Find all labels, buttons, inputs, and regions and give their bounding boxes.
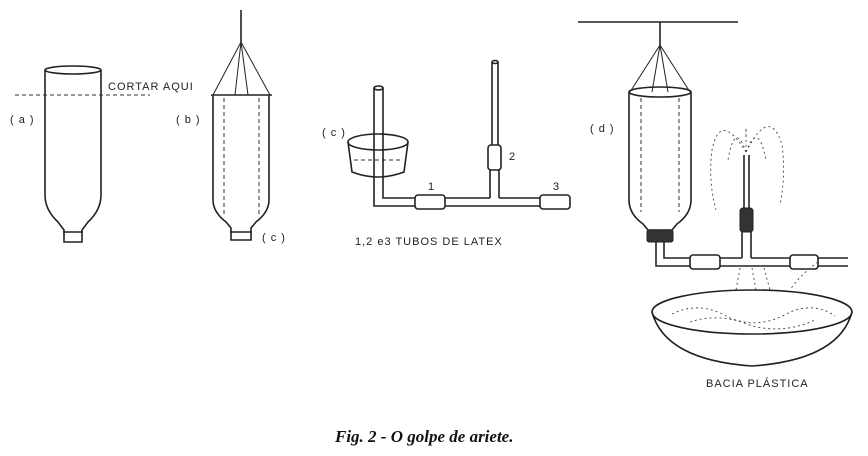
label-tube-3: 3 [553, 181, 560, 193]
figure-caption: Fig. 2 - O golpe de ariete. [334, 427, 513, 446]
tubes-note: 1,2 e3 TUBOS DE LATEX [355, 236, 503, 248]
bottle-a [15, 65, 150, 243]
cut-here-label: CORTAR AQUI [108, 81, 194, 93]
assembled-pump [578, 21, 853, 367]
basin-label: BACIA PLÁSTICA [706, 377, 809, 390]
stopper-assembly [347, 59, 571, 210]
label-c-stopper: ( c ) [322, 127, 346, 139]
label-a: ( a ) [10, 114, 35, 126]
label-tube-2: 2 [509, 151, 516, 163]
label-b: ( b ) [176, 114, 201, 126]
label-tube-1: 1 [428, 181, 435, 193]
bottle-b [211, 10, 272, 241]
label-c-bottom: ( c ) [262, 232, 286, 244]
label-d: ( d ) [590, 123, 615, 135]
